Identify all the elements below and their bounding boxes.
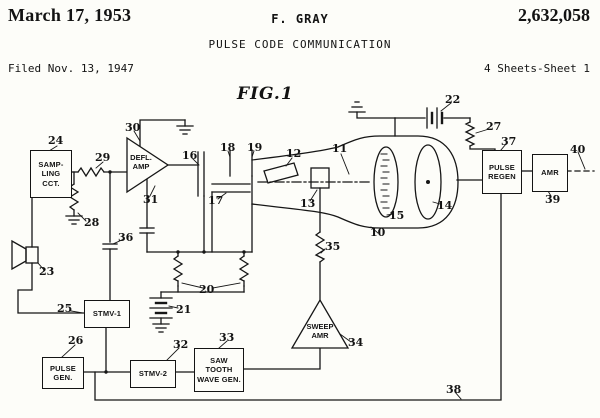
tube-envelope: [251, 135, 459, 229]
ref-35: 35: [325, 240, 341, 253]
ref-18: 18: [220, 141, 236, 154]
defl-amp-triangle: [126, 136, 170, 194]
resistor-29: [77, 166, 105, 178]
sweep-amr-label: SWEEP AMR: [306, 322, 334, 340]
defl-amp-label: DEFL. AMP: [130, 153, 152, 171]
wiring: [17, 111, 533, 401]
ground-symbol-top: [348, 101, 366, 113]
ref-34: 34: [348, 336, 364, 349]
ref-14: 14: [437, 199, 453, 212]
electrode-box-13: [310, 167, 330, 189]
patent-date: March 17, 1953: [8, 5, 132, 25]
ref-25: 25: [57, 302, 73, 315]
block-stmv-2: STMV-2: [130, 360, 176, 388]
microphone-icon: [11, 239, 39, 271]
ref-22: 22: [445, 93, 461, 106]
ref-12: 12: [286, 147, 302, 160]
block-pulse-regen: PULSE REGEN: [482, 150, 522, 194]
ref-40: 40: [570, 143, 586, 156]
block-sawtooth-gen: SAW TOOTH WAVE GEN.: [194, 348, 244, 392]
ground-symbol-battery: [152, 323, 170, 333]
block-amr: AMR: [532, 154, 568, 192]
ref-26: 26: [68, 334, 84, 347]
ref-38: 38: [446, 383, 462, 396]
ref-24: 24: [48, 134, 64, 147]
ref-39: 39: [545, 193, 561, 206]
ref-37: 37: [501, 135, 517, 148]
ref-13: 13: [300, 197, 316, 210]
ref-21: 21: [176, 303, 192, 316]
ref-30: 30: [125, 121, 141, 134]
leader-lines: [37, 102, 586, 400]
ref-33: 33: [219, 331, 235, 344]
inventor-name: F. GRAY: [271, 12, 329, 26]
block-pulse-gen: PULSE GEN.: [42, 357, 84, 389]
coupling-capacitor: [139, 227, 155, 234]
block-sampling-cct: SAMP- LING CCT.: [30, 150, 72, 198]
ref-29: 29: [95, 151, 111, 164]
ref-20: 20: [199, 283, 215, 296]
ground-symbol-left: [65, 215, 83, 225]
patent-number: 2,632,058: [518, 5, 590, 25]
grid-electrodes: [197, 149, 253, 197]
filed-date: Filed Nov. 13, 1947: [8, 62, 134, 75]
resistor-20b: [238, 255, 250, 287]
resistor-35: [314, 231, 326, 263]
ref-17: 17: [208, 194, 224, 207]
ref-32: 32: [173, 338, 189, 351]
ground-symbol-amp: [176, 125, 194, 135]
battery-21: [149, 297, 173, 319]
ref-15: 15: [389, 209, 405, 222]
battery-22: [426, 107, 444, 129]
ref-10: 10: [370, 226, 386, 239]
ref-36: 36: [118, 231, 134, 244]
figure-title: FIG.1: [237, 84, 294, 104]
ref-31: 31: [143, 193, 159, 206]
deflection-plate-12: [263, 162, 299, 184]
deflection-plates-17: [211, 183, 251, 193]
resistor-27: [464, 121, 476, 147]
block-stmv-1: STMV-1: [84, 300, 130, 328]
ref-16: 16: [182, 149, 198, 162]
resistor-20a: [172, 255, 184, 287]
sheet-count: 4 Sheets-Sheet 1: [484, 62, 590, 75]
ref-28: 28: [84, 216, 100, 229]
collector-ellipse: [414, 144, 442, 220]
ref-27: 27: [486, 120, 502, 133]
coding-mask-ellipse: [373, 146, 399, 218]
sweep-amr-triangle: [290, 298, 350, 349]
capacitor-36: [102, 243, 118, 250]
patent-title: PULSE CODE COMMUNICATION: [208, 38, 392, 51]
ref-19: 19: [247, 141, 263, 154]
ref-23: 23: [39, 265, 55, 278]
ref-11: 11: [332, 142, 348, 155]
